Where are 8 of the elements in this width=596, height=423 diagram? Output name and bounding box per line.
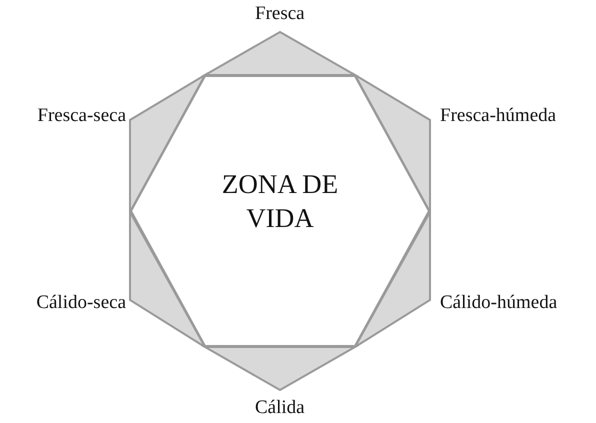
- zone-label: Cálida: [255, 397, 305, 419]
- zone-label: Fresca-seca: [37, 105, 126, 127]
- zone-label: Cálido-húmeda: [440, 292, 558, 314]
- zone-label: Fresca-húmeda: [440, 105, 556, 127]
- zone-label: Fresca: [255, 3, 305, 25]
- zone-label: Cálido-seca: [36, 292, 126, 314]
- hexagon-shape: [130, 75, 430, 347]
- zone-title: ZONA DE VIDA: [220, 168, 340, 235]
